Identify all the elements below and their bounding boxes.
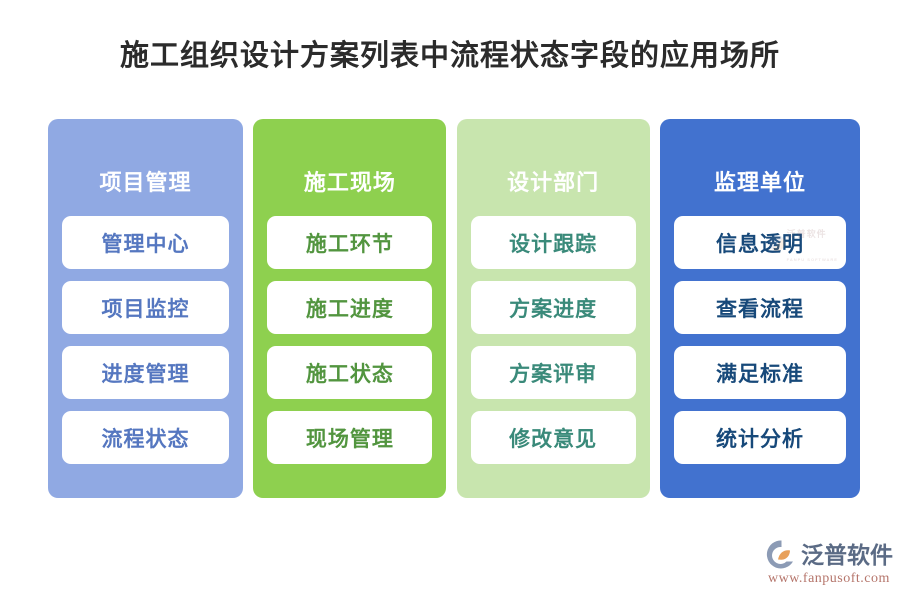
column-header: 监理单位 [713,170,806,195]
card-item[interactable]: 施工环节 [267,216,433,269]
card-list: 信息透明 泛普软件 FANPU SOFTWARE 查看流程 满足标准 [673,216,846,478]
logo-brand-text: 泛普软件 [801,541,893,568]
column-header: 项目管理 [99,170,192,195]
card-item[interactable]: 满足标准 [673,346,846,399]
card-label: 流程状态 [101,427,190,451]
card-label: 查看流程 [715,297,804,321]
column-header: 施工现场 [303,170,396,195]
card-list: 设计跟踪 方案进度 方案评审 修改意见 [470,216,636,478]
column-construction-site: 施工现场 施工环节 施工进度 施工状态 现场管理 [253,119,447,498]
card-item[interactable]: 修改意见 [470,411,636,464]
card-item[interactable]: 流程状态 [62,411,229,464]
card-item[interactable]: 现场管理 [267,411,433,464]
page-title: 施工组织设计方案列表中流程状态字段的应用场所 [119,40,780,72]
card-label: 施工环节 [305,232,394,256]
column-header: 设计部门 [507,170,600,195]
card-label: 项目监控 [101,297,190,321]
brand-logo: 泛普软件 www.fanpusoft.com [766,539,893,589]
card-item[interactable]: 方案评审 [470,346,636,399]
column-project-management: 项目管理 管理中心 项目监控 进度管理 流程状态 [48,119,243,498]
card-item[interactable]: 进度管理 [62,346,229,399]
card-label: 方案评审 [509,362,598,386]
card-item[interactable]: 施工进度 [267,281,433,334]
card-item[interactable]: 查看流程 [673,281,846,334]
card-label: 方案进度 [509,297,598,321]
card-label: 施工状态 [305,362,394,386]
card-label: 管理中心 [101,232,190,256]
card-label: 设计跟踪 [509,232,598,256]
column-design-department: 设计部门 设计跟踪 方案进度 方案评审 修改意见 [456,119,650,498]
columns-container: 项目管理 管理中心 项目监控 进度管理 流程状态 施工现场 [48,119,860,498]
card-label: 进度管理 [101,362,190,386]
card-item[interactable]: 设计跟踪 [470,216,636,269]
card-item[interactable]: 施工状态 [267,346,433,399]
card-item[interactable]: 信息透明 泛普软件 FANPU SOFTWARE [673,216,846,269]
card-list: 管理中心 项目监控 进度管理 流程状态 [62,216,229,478]
column-supervision-unit: 监理单位 信息透明 泛普软件 FANPU SOFTWARE 查看流程 [659,119,860,498]
logo-url-text: www.fanpusoft.com [768,571,890,586]
card-label: 施工进度 [305,297,394,321]
card-label: 修改意见 [509,427,598,451]
card-label: 满足标准 [715,362,804,386]
card-label: 现场管理 [305,427,394,451]
card-list: 施工环节 施工进度 施工状态 现场管理 [267,216,433,478]
fanpu-logo-icon [766,539,797,570]
card-item[interactable]: 方案进度 [470,281,636,334]
card-item[interactable]: 统计分析 [673,411,846,464]
card-label: 统计分析 [715,427,804,451]
card-label: 信息透明 [715,232,804,256]
card-item[interactable]: 项目监控 [62,281,229,334]
logo-row: 泛普软件 [766,539,893,570]
card-item[interactable]: 管理中心 [62,216,229,269]
